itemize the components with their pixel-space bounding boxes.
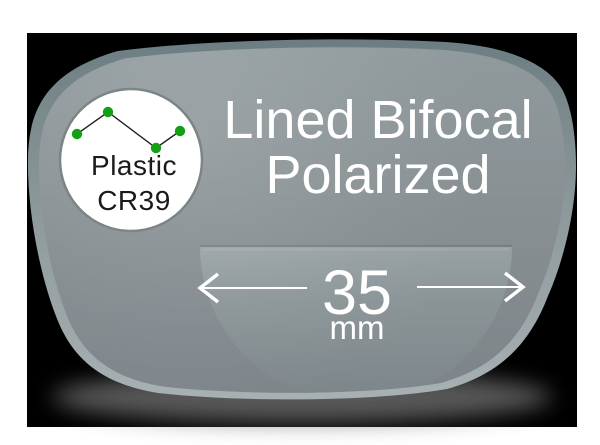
segment-width-unit: mm xyxy=(330,309,385,346)
title-line-1: Lined Bifocal xyxy=(223,90,532,150)
segment-width-value: 35 xyxy=(322,258,392,328)
title-line-2: Polarized xyxy=(265,145,490,205)
polymer-dot xyxy=(102,106,114,118)
polymer-chain-icon xyxy=(76,111,181,149)
material-badge-circle xyxy=(58,87,204,233)
polymer-dot xyxy=(71,128,83,140)
polymer-dot xyxy=(174,125,186,137)
material-badge: Plastic CR39 xyxy=(58,87,204,233)
material-name: Plastic xyxy=(91,150,177,181)
segment-width-annotation: 35 mm xyxy=(197,258,526,346)
width-arrow-right xyxy=(503,271,526,303)
polymer-dot xyxy=(150,142,162,154)
material-code: CR39 xyxy=(97,185,171,216)
product-title: Lined Bifocal Polarized xyxy=(223,90,532,205)
width-arrow-left xyxy=(197,272,220,304)
